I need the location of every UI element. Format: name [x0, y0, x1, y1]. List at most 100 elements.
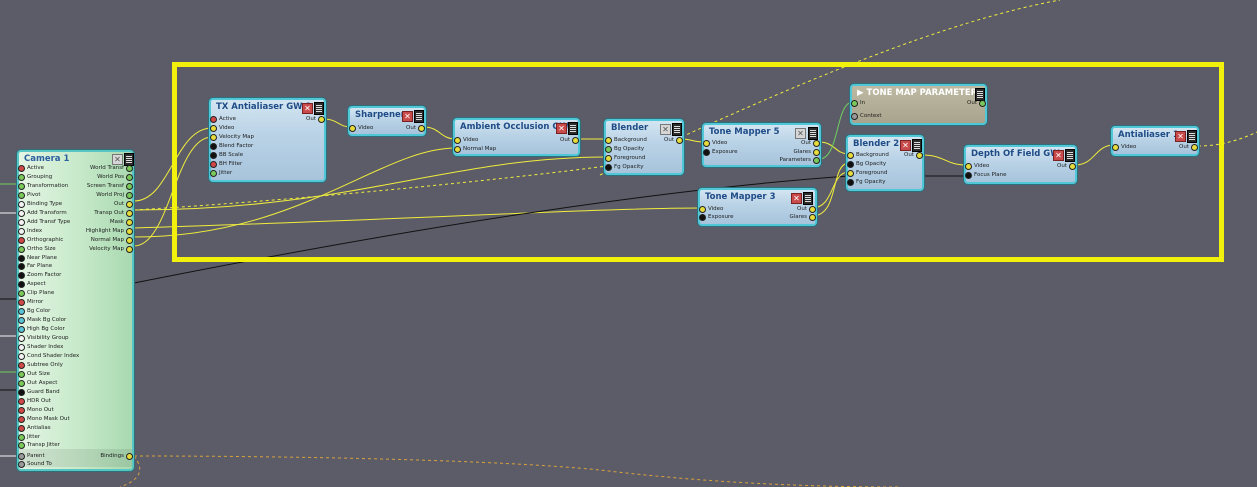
pin-parameters[interactable]: Parameters [780, 156, 820, 165]
pin-out[interactable]: Out [1179, 143, 1198, 152]
pin-out[interactable]: Out [801, 139, 820, 148]
pin-video[interactable]: Video [210, 124, 234, 133]
pin-active[interactable]: Active [18, 164, 44, 173]
pin-visibility-group[interactable]: Visibility Group [18, 334, 69, 343]
pin-mask[interactable]: Mask [110, 218, 133, 227]
pin-normal-map[interactable]: Normal Map [454, 145, 496, 154]
pin-parent[interactable]: Parent [18, 452, 45, 461]
pin-transp-jitter[interactable]: Transp Jitter [18, 441, 60, 450]
pin-fg-opacity[interactable]: Fg Opacity [847, 178, 886, 187]
menu-icon[interactable] [414, 110, 424, 123]
pin-out[interactable]: Out [1057, 162, 1076, 171]
pin-transp-out[interactable]: Transp Out [94, 209, 133, 218]
menu-icon[interactable] [672, 123, 682, 136]
pin-velocity-map[interactable]: Velocity Map [210, 133, 254, 142]
pin-exposure[interactable]: Exposure [703, 148, 737, 157]
close-icon[interactable]: ✕ [900, 140, 911, 151]
menu-icon[interactable] [314, 102, 324, 115]
pin-velocity-map[interactable]: Velocity Map [89, 245, 133, 254]
pin-mask-bg-color[interactable]: Mask Bg Color [18, 316, 66, 325]
pin-aspect[interactable]: Aspect [18, 280, 46, 289]
pin-binding-type[interactable]: Binding Type [18, 200, 62, 209]
pin-background[interactable]: Background [847, 151, 889, 160]
menu-icon[interactable] [803, 192, 813, 205]
pin-out[interactable]: Out [560, 136, 579, 145]
pin-bb-scale[interactable]: BB Scale [210, 151, 243, 160]
pin-video[interactable]: Video [454, 136, 478, 145]
pin-foreground[interactable]: Foreground [847, 169, 887, 178]
pin-transformation[interactable]: Transformation [18, 182, 68, 191]
pin-zoom-factor[interactable]: Zoom Factor [18, 271, 61, 280]
pin-bg-color[interactable]: Bg Color [18, 307, 50, 316]
pin-glares[interactable]: Glares [793, 148, 820, 157]
pin-video[interactable]: Video [703, 139, 727, 148]
pin-sound-to[interactable]: Sound To [18, 460, 52, 469]
pin-out[interactable]: Out [114, 200, 133, 209]
pin-fg-opacity[interactable]: Fg Opacity [605, 163, 644, 172]
triangle-right-icon[interactable]: ▶ [857, 88, 864, 98]
pin-index[interactable]: Index [18, 227, 42, 236]
pin-shader-index[interactable]: Shader Index [18, 343, 63, 352]
pin-mono-mask-out[interactable]: Mono Mask Out [18, 415, 70, 424]
pin-out[interactable]: Out [797, 205, 816, 214]
pin-subtree-only[interactable]: Subtree Only [18, 361, 63, 370]
close-icon[interactable]: ✕ [791, 193, 802, 204]
pin-highlight-map[interactable]: Highlight Map [86, 227, 133, 236]
pin-out[interactable]: Out [904, 151, 923, 160]
menu-icon[interactable] [1187, 130, 1197, 143]
pin-screen-transf[interactable]: Screen Transf [87, 182, 133, 191]
menu-icon[interactable] [912, 139, 922, 152]
close-icon[interactable]: ✕ [302, 103, 313, 114]
pin-high-bg-color[interactable]: High Bg Color [18, 325, 65, 334]
pin-out-aspect[interactable]: Out Aspect [18, 379, 57, 388]
pin-context[interactable]: Context [851, 112, 882, 121]
menu-icon[interactable] [568, 122, 578, 135]
pin-mono-out[interactable]: Mono Out [18, 406, 54, 415]
pin-jitter[interactable]: Jitter [210, 169, 232, 178]
pin-add-transform[interactable]: Add Transform [18, 209, 67, 218]
menu-icon[interactable] [808, 127, 818, 140]
pin-normal-map[interactable]: Normal Map [91, 236, 133, 245]
pin-bg-opacity[interactable]: Bg Opacity [847, 160, 886, 169]
pin-bh-filter[interactable]: BH Filter [210, 160, 242, 169]
pin-jitter[interactable]: Jitter [18, 433, 40, 442]
pin-out-size[interactable]: Out Size [18, 370, 50, 379]
pin-near-plane[interactable]: Near Plane [18, 254, 57, 263]
pin-mirror[interactable]: Mirror [18, 298, 43, 307]
pin-cond-shader-index[interactable]: Cond Shader Index [18, 352, 79, 361]
pin-bg-opacity[interactable]: Bg Opacity [605, 145, 644, 154]
close-icon[interactable]: ✕ [1175, 131, 1186, 142]
pin-grouping[interactable]: Grouping [18, 173, 52, 182]
close-icon[interactable]: ✕ [795, 128, 806, 139]
node-ambient-occlusion[interactable]: Ambient Occlusion GW ✕ Video Normal Map … [453, 118, 580, 156]
pin-world-transf[interactable]: World Transf [90, 164, 133, 173]
pin-video[interactable]: Video [349, 124, 373, 133]
pin-glares[interactable]: Glares [789, 213, 816, 222]
node-tone-map-parameters[interactable]: ▶ TONE MAP PARAMETERS In Context Out [850, 84, 987, 125]
node-tone-mapper-3[interactable]: Tone Mapper 3 ✕ Video Exposure Out Glare… [698, 188, 817, 226]
pin-clip-plane[interactable]: Clip Plane [18, 289, 54, 298]
pin-bindings[interactable]: Bindings [100, 452, 133, 461]
pin-out[interactable]: Out [406, 124, 425, 133]
close-icon[interactable]: ✕ [402, 111, 413, 122]
pin-exposure[interactable]: Exposure [699, 213, 733, 222]
node-depth-of-field[interactable]: Depth Of Field GW ✕ Video Focus Plane Ou… [964, 145, 1077, 184]
node-sharpener[interactable]: Sharpener ✕ Video Out [348, 106, 426, 136]
pin-out[interactable]: Out [967, 99, 986, 108]
node-antialiaser-1[interactable]: Antialiaser 1 ✕ Video Out [1111, 126, 1199, 156]
pin-background[interactable]: Background [605, 136, 647, 145]
node-tone-mapper-5[interactable]: Tone Mapper 5 ✕ Video Exposure Out Glare… [702, 123, 821, 167]
pin-hdr-out[interactable]: HDR Out [18, 397, 51, 406]
pin-far-plane[interactable]: Far Plane [18, 262, 52, 271]
pin-guard-band[interactable]: Guard Band [18, 388, 60, 397]
pin-out[interactable]: Out [664, 136, 683, 145]
pin-world-proj[interactable]: World Proj [96, 191, 133, 200]
pin-video[interactable]: Video [1112, 143, 1136, 152]
pin-antialias[interactable]: Antialias [18, 424, 51, 433]
close-icon[interactable]: ✕ [112, 154, 123, 165]
pin-video[interactable]: Video [965, 162, 989, 171]
pin-add-transf-type[interactable]: Add Transf Type [18, 218, 70, 227]
pin-foreground[interactable]: Foreground [605, 154, 645, 163]
